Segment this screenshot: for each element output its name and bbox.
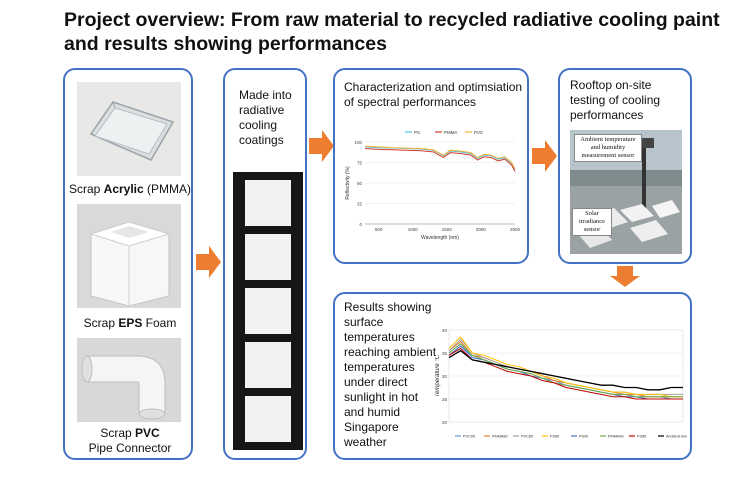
eps-label: Scrap EPS Foam [65, 316, 195, 331]
legend-label: PS [414, 130, 420, 135]
sensor-callout: Ambient temperature and humidity measure… [574, 134, 642, 162]
series-line [448, 343, 683, 398]
solar-callout: Solar irradiance sensor [572, 208, 612, 236]
legend-label: PS85 [637, 435, 646, 439]
y-tick-label: 25 [442, 397, 448, 402]
arrow-right-icon [309, 130, 334, 162]
raw-materials-panel: Scrap Acrylic (PMMA) Scrap EPS Foam Scra… [63, 68, 193, 460]
pvc-label-line2: Pipe Connector [88, 441, 172, 455]
series-line [448, 336, 683, 398]
legend-label: PVC [474, 130, 484, 135]
eps-label-prefix: Scrap [83, 316, 119, 330]
spectral-panel: Characterization and optimsiation of spe… [333, 68, 529, 264]
series-line [448, 347, 683, 400]
x-axis-label: Wavelength (nm) [421, 235, 459, 241]
legend-label: Ambient temp [666, 435, 687, 439]
y-tick-label: 35 [442, 351, 448, 356]
series-line [364, 148, 516, 172]
series-line [448, 349, 683, 391]
coatings-text: Made into radiative cooling coatings [239, 88, 292, 147]
legend-label: PMMA80 [492, 435, 508, 439]
y-tick-label: 25 [357, 202, 363, 207]
acrylic-label-prefix: Scrap [68, 182, 104, 196]
results-panel: Results showing surface temperatures rea… [333, 292, 692, 460]
legend-label: PMMA90 [608, 435, 624, 439]
coating-tile [245, 180, 291, 226]
y-axis-label: Temperature °C [435, 354, 441, 397]
acrylic-label-bold: Acrylic [103, 182, 144, 196]
x-tick-label: 1500 [442, 227, 453, 232]
coating-tile [245, 342, 291, 388]
pvc-pipe-image [77, 338, 181, 422]
pvc-label-bold: PVC [135, 426, 160, 440]
y-tick-label: 20 [442, 420, 448, 425]
y-tick-label: 0 [359, 222, 362, 227]
acrylic-scrap-image [77, 82, 181, 176]
acrylic-label-suffix: (PMMA) [143, 182, 192, 196]
legend-label: PVC90 [463, 435, 475, 439]
x-tick-label: 500 [375, 227, 383, 232]
eps-foam-image [77, 204, 181, 308]
arrow-right-icon [532, 140, 557, 172]
page-title: Project overview: From raw material to r… [64, 9, 720, 55]
x-tick-label: 2500 [510, 227, 521, 232]
eps-label-bold: EPS [118, 316, 143, 330]
y-tick-label: 75 [357, 161, 363, 166]
results-text: Results showing surface temperatures rea… [344, 300, 437, 449]
coating-tiles-strip [233, 172, 303, 450]
y-tick-label: 30 [442, 374, 448, 379]
pvc-label: Scrap PVC Pipe Connector [65, 426, 195, 456]
coating-tile [245, 396, 291, 442]
arrow-down-icon [610, 266, 640, 287]
rooftop-panel: Rooftop on-site testing of cooling perfo… [558, 68, 692, 264]
coatings-panel: Made into radiative cooling coatings [223, 68, 307, 460]
x-tick-label: 1000 [408, 227, 419, 232]
y-axis-label: Reflectivity (%) [345, 166, 351, 200]
eps-label-suffix: Foam [142, 316, 177, 330]
y-tick-label: 40 [442, 328, 448, 333]
y-tick-label: 50 [357, 181, 363, 186]
x-tick-label: 2000 [476, 227, 487, 232]
spectral-chart: 0 25 50 75 100 500 1000 1500 2000 2500Wavelength … [345, 130, 521, 241]
legend-label: PVC85 [521, 435, 533, 439]
coating-tile [245, 288, 291, 334]
arrow-right-icon [196, 246, 221, 278]
rooftop-text: Rooftop on-site testing of cooling perfo… [570, 78, 661, 122]
legend-label: PMMA [444, 130, 458, 135]
coating-tile [245, 234, 291, 280]
rooftop-photo: Ambient temperature and humidity measure… [570, 130, 682, 254]
legend-label: PS90 [579, 435, 588, 439]
acrylic-label: Scrap Acrylic (PMMA) [65, 182, 195, 197]
spectral-text: Characterization and optimsiation of spe… [344, 80, 523, 109]
y-tick-label: 100 [354, 140, 362, 145]
legend-label: PS80 [550, 435, 559, 439]
series-line [364, 145, 516, 170]
pvc-label-prefix: Scrap [100, 426, 135, 440]
